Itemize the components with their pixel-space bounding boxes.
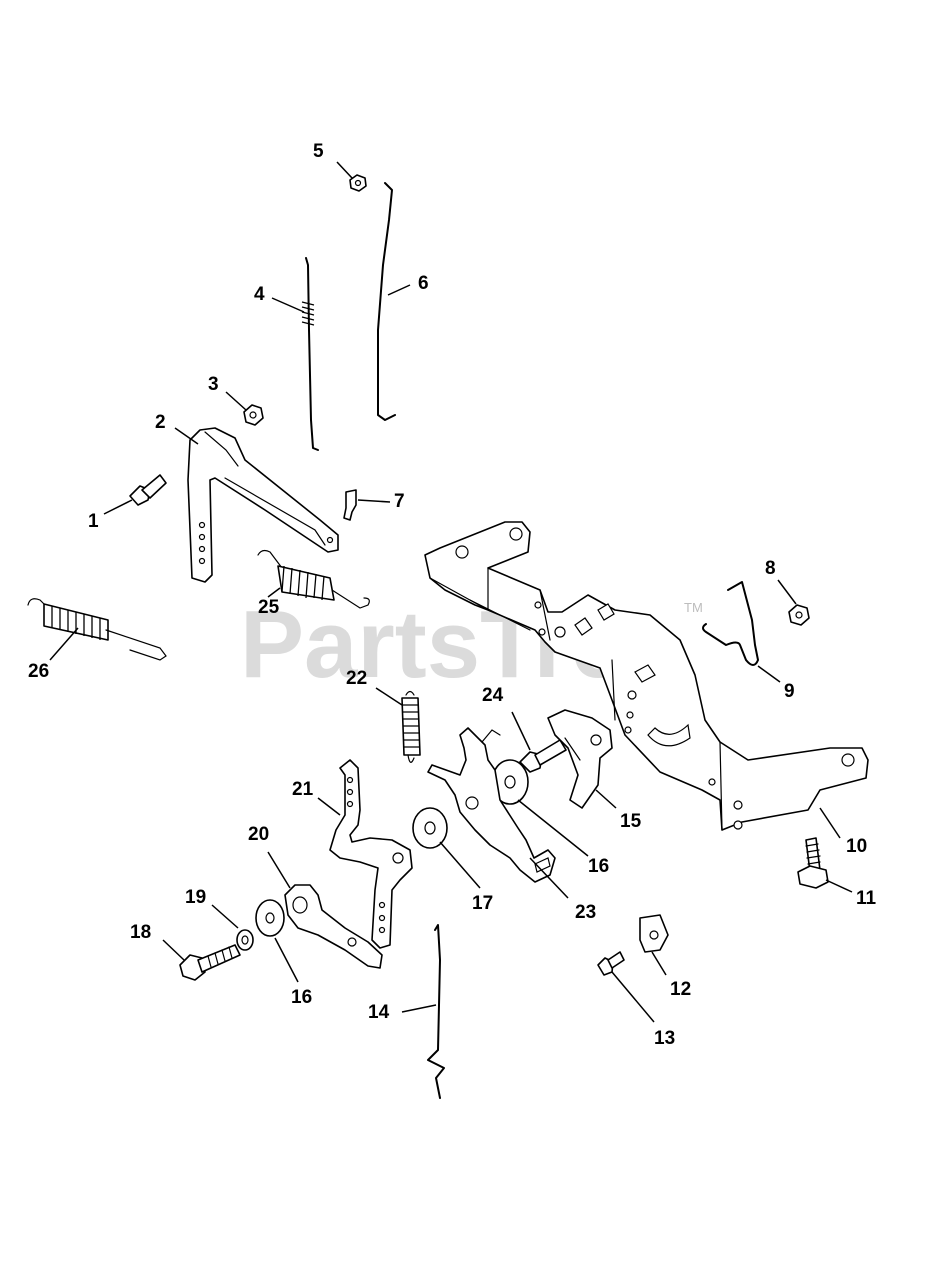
- part-17-washer[interactable]: [412, 807, 448, 849]
- callout-11: 11: [856, 888, 877, 909]
- callout-13: 13: [654, 1028, 675, 1049]
- callout-5: 5: [313, 141, 324, 162]
- callout-7: 7: [394, 491, 405, 512]
- callout-21: 21: [292, 779, 314, 800]
- part-13-screw[interactable]: [597, 951, 625, 976]
- part-6-rod[interactable]: [377, 182, 396, 421]
- callout-6: 6: [418, 273, 429, 294]
- leader-lines: [49, 161, 853, 1023]
- callout-14: 14: [368, 1002, 390, 1023]
- part-25-spring[interactable]: [257, 549, 370, 609]
- callout-24: 24: [482, 685, 504, 706]
- part-23-lever[interactable]: [427, 727, 556, 883]
- callout-2: 2: [155, 412, 166, 433]
- part-7-clip[interactable]: [343, 489, 357, 521]
- callout-22: 22: [346, 668, 367, 689]
- part-3-nut[interactable]: [243, 404, 264, 426]
- part-20-lever[interactable]: [284, 884, 383, 969]
- callout-18: 18: [130, 922, 151, 943]
- part-12-clip[interactable]: [639, 914, 669, 953]
- part-8-nut[interactable]: [788, 604, 810, 626]
- callout-12: 12: [670, 979, 691, 1000]
- callout-20: 20: [248, 824, 269, 845]
- part-18-bolt[interactable]: [179, 944, 241, 981]
- callout-1: 1: [88, 511, 99, 532]
- part-11-bolt[interactable]: [797, 837, 829, 889]
- callout-26: 26: [28, 661, 49, 682]
- part-4-rod-spring[interactable]: [301, 257, 319, 451]
- part-9-wire-spring[interactable]: [702, 581, 759, 666]
- callout-23: 23: [575, 902, 596, 923]
- part-1-screw[interactable]: [129, 474, 167, 506]
- callout-10: 10: [846, 836, 867, 857]
- part-5-nut[interactable]: [349, 174, 367, 192]
- callout-8: 8: [765, 558, 776, 579]
- part-15-lever[interactable]: [547, 709, 613, 809]
- callout-16-upper: 16: [588, 856, 609, 877]
- watermark-trademark: TM: [684, 600, 703, 615]
- part-10-main-plate[interactable]: [424, 521, 869, 831]
- part-16-washer-lower[interactable]: [255, 899, 285, 937]
- callout-9: 9: [784, 681, 795, 702]
- part-22-spring[interactable]: [401, 690, 421, 763]
- part-26-spring[interactable]: [27, 598, 167, 661]
- part-21-lever[interactable]: [329, 759, 413, 949]
- callout-17: 17: [472, 893, 493, 914]
- part-14-rod[interactable]: [427, 924, 445, 1099]
- part-2-lever-bracket[interactable]: [187, 427, 339, 583]
- part-24-screw[interactable]: [519, 739, 567, 773]
- callout-labels: 1 2 3 4 5 6 7 8 9 10 11 12 13 14 15 16 1…: [28, 141, 877, 1049]
- part-19-washer[interactable]: [236, 929, 254, 951]
- callout-3: 3: [208, 374, 219, 395]
- callout-15: 15: [620, 811, 642, 832]
- callout-19: 19: [185, 887, 206, 908]
- callout-25: 25: [258, 597, 280, 618]
- callout-4: 4: [254, 284, 265, 305]
- callout-16-lower: 16: [291, 987, 312, 1008]
